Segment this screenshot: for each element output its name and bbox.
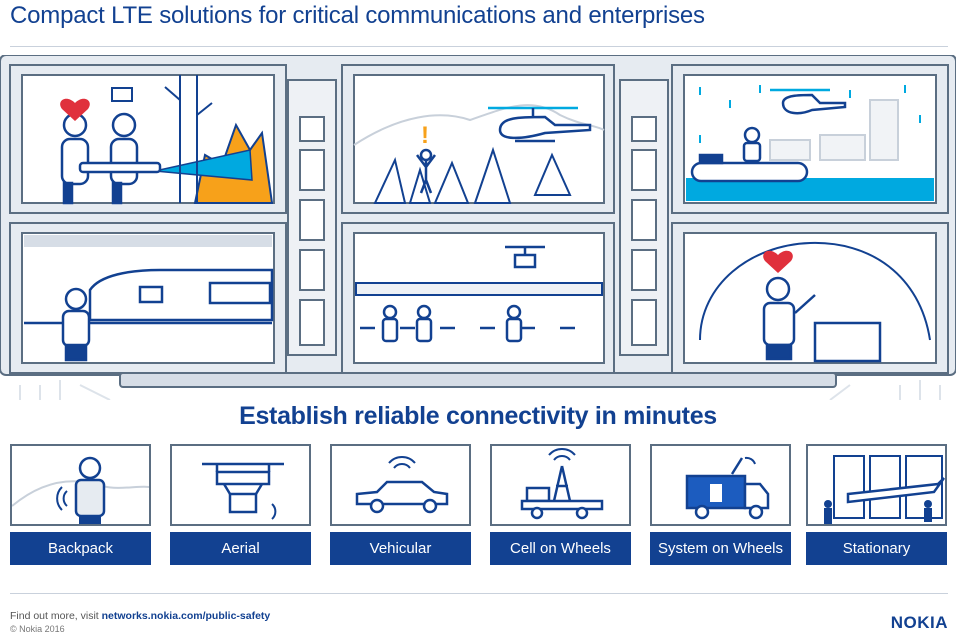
rain-drops	[699, 85, 921, 143]
crowd-row	[355, 282, 603, 296]
scenario-illustration: !	[0, 55, 956, 400]
firefighter-figures	[60, 112, 162, 205]
tunnel-ceiling	[24, 235, 272, 247]
panel-event-crowd	[341, 222, 615, 374]
miner-figure	[762, 276, 816, 361]
drone-icon	[505, 245, 545, 269]
tree-icon	[373, 146, 572, 204]
panel-firefighters	[9, 64, 287, 214]
camera-icon	[111, 87, 133, 102]
circuit-lines	[19, 380, 941, 400]
console-base	[119, 372, 837, 388]
heart-icon	[763, 250, 793, 273]
train	[88, 268, 274, 322]
server-column-left	[287, 79, 337, 356]
airplane-icon	[806, 444, 947, 526]
panel-tunnel	[9, 222, 287, 374]
helicopter-icon	[770, 88, 847, 115]
truck-icon	[650, 444, 791, 526]
mountain-outline	[353, 104, 605, 146]
aerial-drone-illustration	[170, 444, 311, 526]
buildings	[769, 99, 899, 161]
solution-cell-on-wheels: Cell on Wheels	[490, 444, 631, 566]
footer-note: Find out more, visit networks.nokia.com/…	[10, 610, 270, 622]
flood-water	[686, 178, 934, 201]
solution-label: Backpack	[10, 532, 151, 565]
nokia-logo: NOKIA	[890, 613, 948, 632]
exclamation-icon: !	[421, 122, 429, 149]
backpack-illustration	[10, 444, 151, 526]
heart-icon	[60, 98, 90, 121]
solution-stationary: Stationary	[806, 444, 947, 566]
footer-prefix: Find out more, visit	[10, 610, 102, 622]
solution-label: Cell on Wheels	[490, 532, 631, 565]
copyright: © Nokia 2016	[10, 624, 65, 634]
panel-mining	[671, 222, 949, 374]
page-title: Compact LTE solutions for critical commu…	[10, 2, 705, 29]
rock-cart	[813, 321, 882, 363]
car-icon	[330, 444, 471, 526]
worker-figure	[61, 287, 91, 362]
tree-branches	[164, 75, 213, 203]
solution-label: Stationary	[806, 532, 947, 565]
cave-outline	[699, 241, 931, 341]
panel-search-rescue: !	[341, 64, 615, 214]
headline: Establish reliable connectivity in minut…	[239, 402, 717, 430]
cell-tower-icon	[490, 444, 631, 526]
solution-label: Vehicular	[330, 532, 471, 565]
rescue-boat	[690, 126, 809, 183]
server-column-right	[619, 79, 669, 356]
solution-vehicular: Vehicular	[330, 444, 471, 566]
lost-person-figure	[416, 148, 436, 194]
footer-divider	[10, 593, 948, 594]
solution-backpack: Backpack	[10, 444, 151, 566]
solution-label: System on Wheels	[650, 532, 791, 565]
title-divider	[10, 46, 948, 47]
panel-flood-rescue	[671, 64, 949, 214]
solution-label: Aerial	[170, 532, 311, 565]
footer-link[interactable]: networks.nokia.com/public-safety	[101, 610, 271, 622]
police-figures	[381, 304, 523, 343]
solution-system-on-wheels: System on Wheels	[650, 444, 791, 566]
solution-aerial: Aerial	[170, 444, 311, 566]
helicopter-icon	[488, 106, 592, 143]
